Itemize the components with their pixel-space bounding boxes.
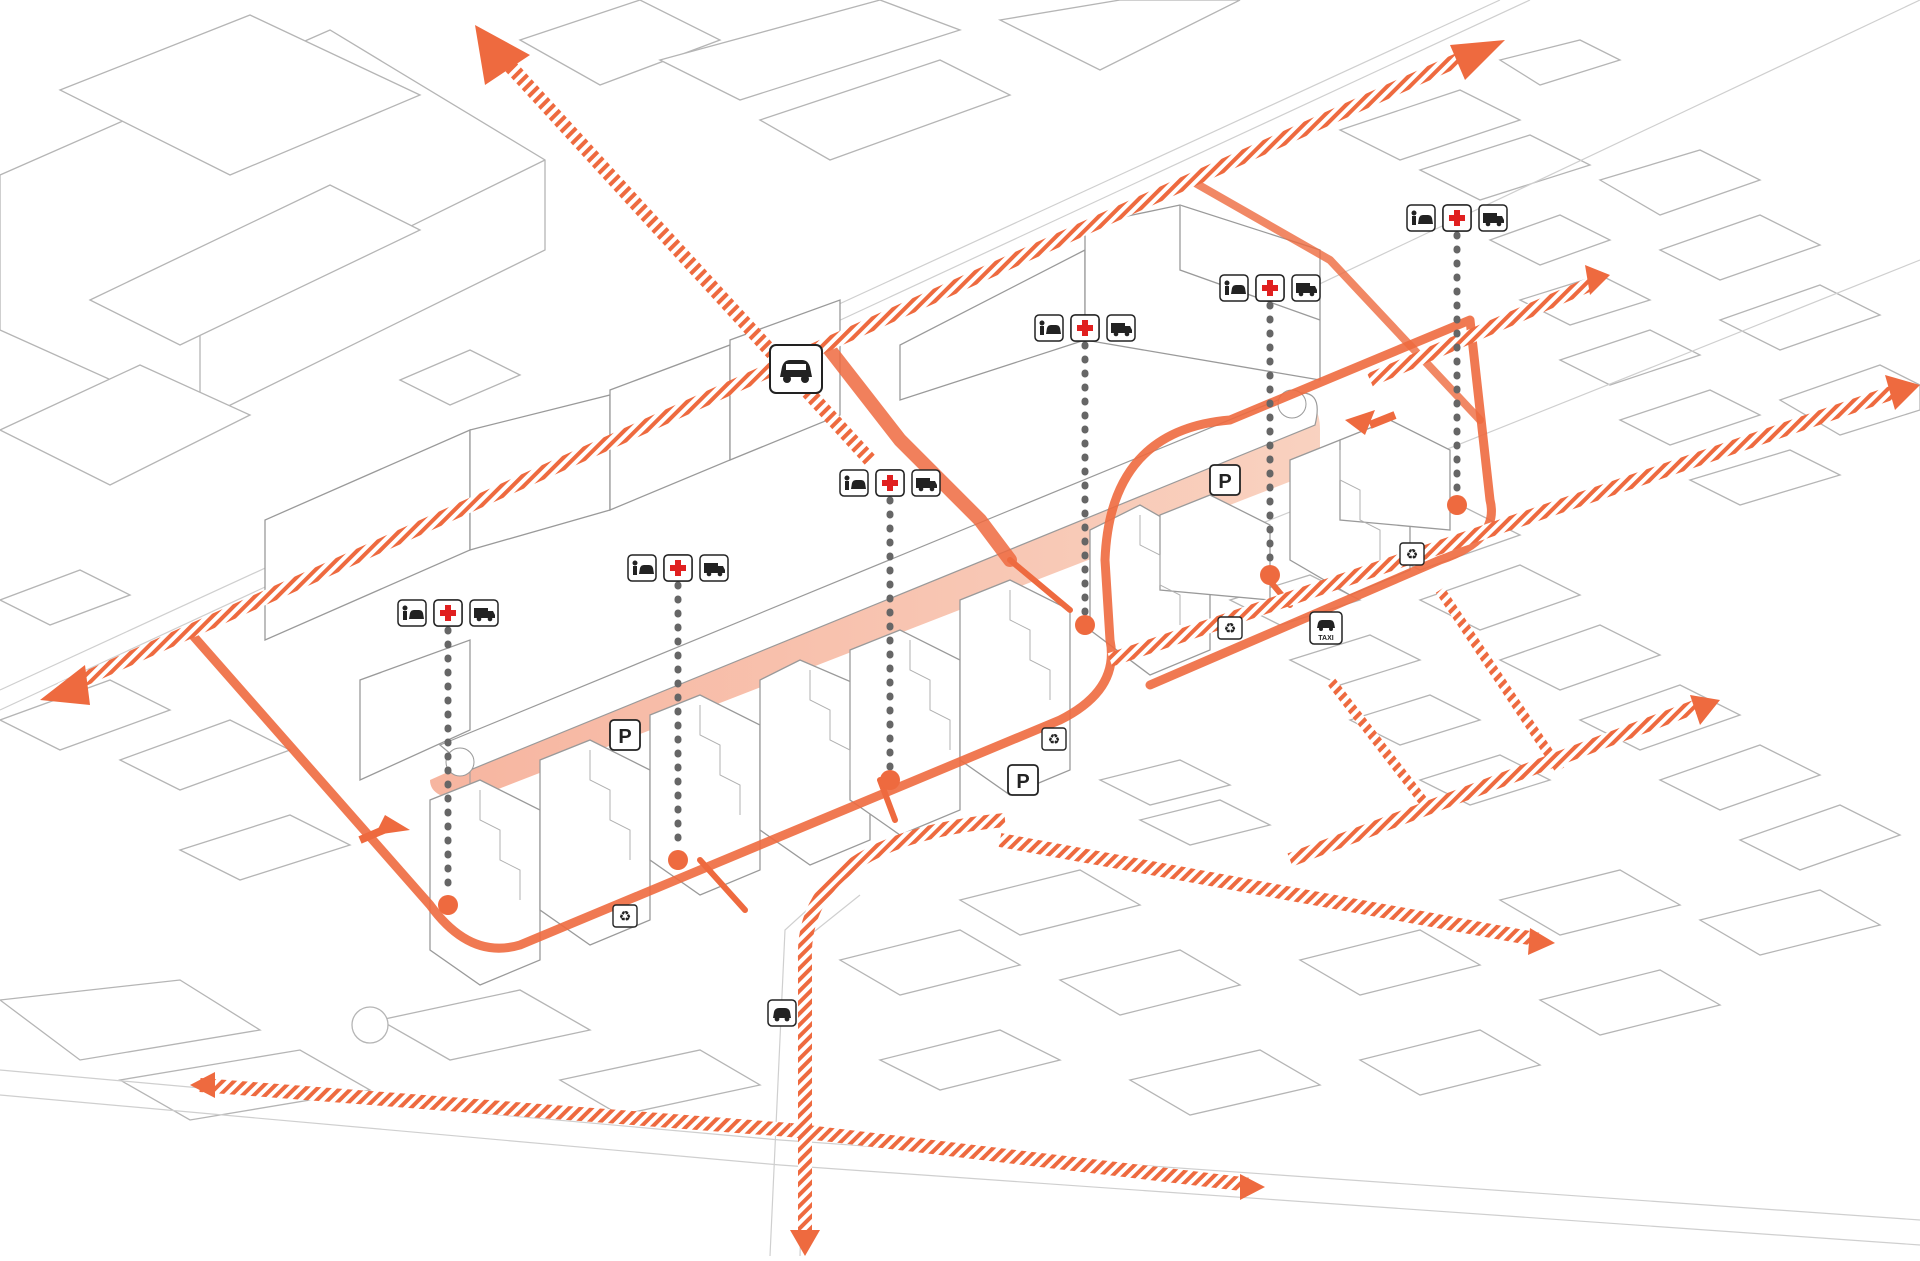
recycling-icon: ♻ [1399,542,1425,566]
parking-icon: P [609,719,641,751]
recycling-icon: ♻ [612,904,638,928]
arrow-east-2 [1107,383,1903,667]
arrowhead-ne [1450,40,1505,80]
service-node-3 [839,469,941,790]
svg-text:♻: ♻ [1224,620,1237,636]
red-cross-icon [875,469,905,497]
red-cross-icon [433,599,463,627]
arrow-grid-2 [1435,587,1565,773]
car-badge-south [767,999,797,1027]
arrowhead-s [790,1230,820,1256]
svg-text:♻: ♻ [619,908,632,924]
main-complex [264,204,1451,986]
car-icon [780,360,812,383]
arrowhead-right-mid [1690,695,1720,725]
taxi-icon [1317,620,1335,631]
service-point-dot [438,895,458,915]
drop-off-icon [397,599,427,627]
parking-label: P [1016,771,1029,793]
service-point-dot [1075,615,1095,635]
recycling-icon: ♻ [1041,727,1067,751]
parking-label: P [1218,471,1231,493]
parking-label: P [618,726,631,748]
service-point-dot [880,770,900,790]
red-cross-icon [1442,204,1472,232]
delivery-van-icon [1291,274,1321,302]
arrow-right-mid [1287,698,1703,867]
service-point-dot [668,850,688,870]
taxi-label: TAXI [1318,635,1333,642]
delivery-van-icon [1478,204,1508,232]
service-node-1 [397,599,499,915]
drop-off-icon [1219,274,1249,302]
badges: TAXI P P P ♻ ♻ ♻ ♻ [609,344,1425,1027]
delivery-van-icon [1106,314,1136,342]
drop-off-icon [839,469,869,497]
arrow-grid-1 [1326,676,1434,814]
arrowhead-e1 [1585,265,1610,295]
recycling-icon: ♻ [1217,616,1243,640]
parking-icon: P [1007,764,1039,796]
parking-icon: P [1209,464,1241,496]
arrowhead-n [475,25,530,85]
svg-text:♻: ♻ [1406,546,1419,562]
arrowhead-e-bottom [1240,1174,1265,1200]
service-node-6 [1406,204,1508,515]
arrowhead-w [40,665,90,705]
delivery-van-icon [699,554,729,582]
delivery-van-icon [911,469,941,497]
svg-text:♻: ♻ [1048,731,1061,747]
service-drop-lines [397,204,1508,915]
arrow-east-bottom [789,1123,1251,1192]
arrow-south-trunk [797,813,1006,1240]
service-point-dot [1260,565,1280,585]
arrowhead-e2 [1885,375,1920,410]
context-buildings [0,0,1920,1121]
service-node-2 [627,554,729,870]
service-node-4 [1034,314,1136,635]
arrowhead-w-bottom [190,1072,215,1098]
arrow-west-bottom [199,1078,791,1137]
drop-off-icon [1406,204,1436,232]
car-badge-main [769,344,823,394]
service-point-dot [1447,495,1467,515]
red-cross-icon [1070,314,1100,342]
red-cross-icon [1255,274,1285,302]
red-cross-icon [663,554,693,582]
drop-off-icon [627,554,657,582]
drop-off-icon [1034,314,1064,342]
service-node-5 [1219,274,1321,585]
arrowhead-entry-right [1345,410,1375,435]
taxi-badge: TAXI [1309,611,1343,645]
arrow-east-1 [1367,273,1603,387]
car-icon [773,1008,791,1022]
arrow-southeast [998,833,1542,947]
arrowhead-se [1528,928,1555,955]
delivery-van-icon [469,599,499,627]
